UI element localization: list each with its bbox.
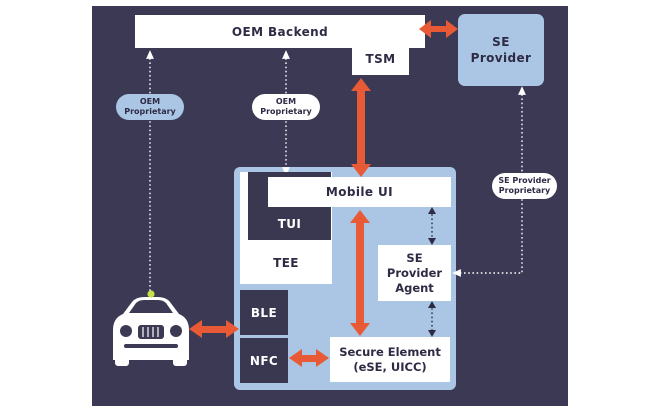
arrow-oem-seprovider	[419, 20, 458, 38]
pill-oem-left	[116, 94, 184, 120]
arrow-nfc-se	[289, 349, 329, 367]
car-dot	[147, 290, 155, 298]
se-provider-box	[458, 14, 544, 86]
nfc-box	[240, 338, 288, 383]
ble-box	[240, 290, 288, 335]
se-provider-label: SE Provider	[470, 35, 532, 65]
se-provider-proprietary-label: SE Provider Proprietary	[498, 176, 551, 195]
mobile-ui-box	[268, 177, 451, 207]
car-icon	[113, 290, 189, 366]
arrow-tsm-mobileui	[351, 78, 371, 177]
arrow-mobileui-se	[350, 210, 370, 336]
secure-element-box	[330, 337, 450, 382]
ble-label: BLE	[250, 305, 278, 320]
mobile-ui-label: Mobile UI	[325, 185, 394, 199]
oem-proprietary-center-label: OEM Proprietary	[260, 97, 312, 116]
oem-backend-label: OEM Backend	[231, 24, 329, 39]
pill-oem-center	[252, 94, 320, 120]
secure-element-label: Secure Element (eSE, UICC)	[339, 344, 441, 374]
oem-proprietary-left-label: OEM Proprietary	[124, 97, 176, 116]
connector-agent-se-head-bottom	[428, 330, 436, 337]
pill-se-provider	[492, 173, 557, 199]
tsm-label: TSM	[365, 52, 396, 66]
tui-label: TUI	[277, 216, 302, 231]
connector-se-provider	[452, 86, 526, 277]
se-provider-agent-box	[378, 245, 451, 301]
se-provider-agent-label: SE Provider Agent	[386, 250, 443, 295]
tee-label: TEE	[273, 256, 299, 270]
orange-arrows	[189, 20, 458, 367]
oem-backend-box	[135, 15, 425, 48]
connector-mobileui-agent-head-bottom	[428, 238, 436, 245]
connector-mobileui-agent-head-top	[428, 207, 436, 214]
arrow-car-ble	[189, 320, 239, 338]
connector-agent-se-head-top	[428, 301, 436, 308]
tsm-box	[352, 43, 409, 75]
nfc-label: NFC	[249, 353, 279, 368]
